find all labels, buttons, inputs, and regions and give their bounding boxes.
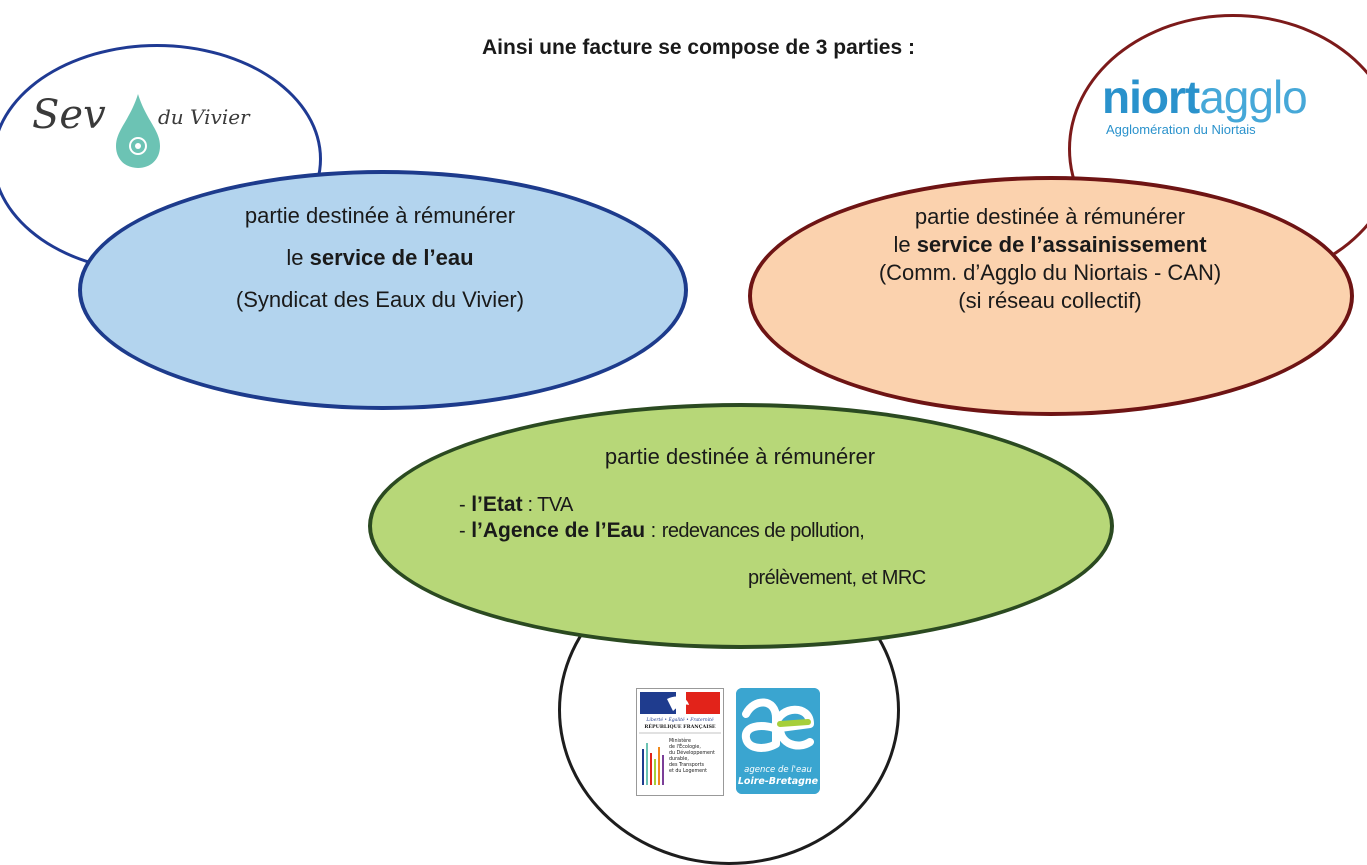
flag-blue-band [640,692,676,714]
svg-text:Liberté • Égalité • Fraternité: Liberté • Égalité • Fraternité [645,715,714,723]
svg-text:Loire-Bretagne: Loire-Bretagne [738,776,819,787]
ministry-line-5: et du Logement [669,768,707,774]
list-item-agence: - l’Agence de l’Eau : redevances de poll… [459,519,865,542]
svg-text:agence de l'eau: agence de l'eau [744,765,812,775]
marianne-icon [667,696,689,711]
sanitation-line3: (Comm. d’Agglo du Niortais - CAN) [878,260,1222,285]
sev-logo-text: Sev [32,92,106,138]
republique-francaise-logo: Liberté • Égalité • Fraternité RÉPUBLIQU… [636,688,724,796]
sanitation-line1: partie destinée à rémunérer [914,204,1186,229]
svg-text:RÉPUBLIQUE FRANÇAISE: RÉPUBLIQUE FRANÇAISE [644,722,716,730]
ministry-line-0: Ministère [669,737,691,744]
niort-logo-bold: niort [1102,71,1200,123]
state-agency-ellipse [368,403,1114,649]
water-service-line2: le service de l’eau [286,245,474,270]
ministry-line-3: durable, [669,756,689,762]
water-drop-icon [116,94,160,168]
list-item-agence-continued: prélèvement, et MRC [748,567,926,589]
sev-logo-subtext: du Vivier [158,105,251,129]
sev-du-vivier-logo: Sev du Vivier [32,92,251,168]
niortagglo-logo: niortagglo Agglomération du Niortais [1102,71,1308,137]
sanitation-service-ellipse [748,176,1354,416]
state-agency-title: partie destinée à rémunérer [604,444,876,469]
state-agency-list: - l’Etat : TVA - l’Agence de l’Eau : red… [459,492,865,544]
niort-logo-subtitle: Agglomération du Niortais [1106,122,1256,137]
sanitation-service-text: partie destinée à rémunérer le service d… [780,203,1320,315]
page-title: Ainsi une facture se compose de 3 partie… [482,36,915,59]
sanitation-line4: (si réseau collectif) [958,288,1142,313]
sanitation-line2: le service de l’assainissement [893,232,1207,257]
water-service-line3: (Syndicat des Eaux du Vivier) [235,287,525,312]
flag-red-band [686,692,720,714]
niort-logo-light: agglo [1199,71,1308,123]
water-service-text: partie destinée à rémunérer le service d… [120,202,640,328]
agence-de-leau-logo: agence de l'eau Loire-Bretagne [736,688,820,794]
water-service-line1: partie destinée à rémunérer [244,203,516,228]
ministry-line-4: des Transports [669,762,705,768]
ministry-line-2: du Développement [669,749,715,756]
water-service-ellipse [78,170,688,410]
list-item-etat: - l’Etat : TVA [459,493,573,516]
ministry-line-1: de l'Écologie, [669,742,701,750]
